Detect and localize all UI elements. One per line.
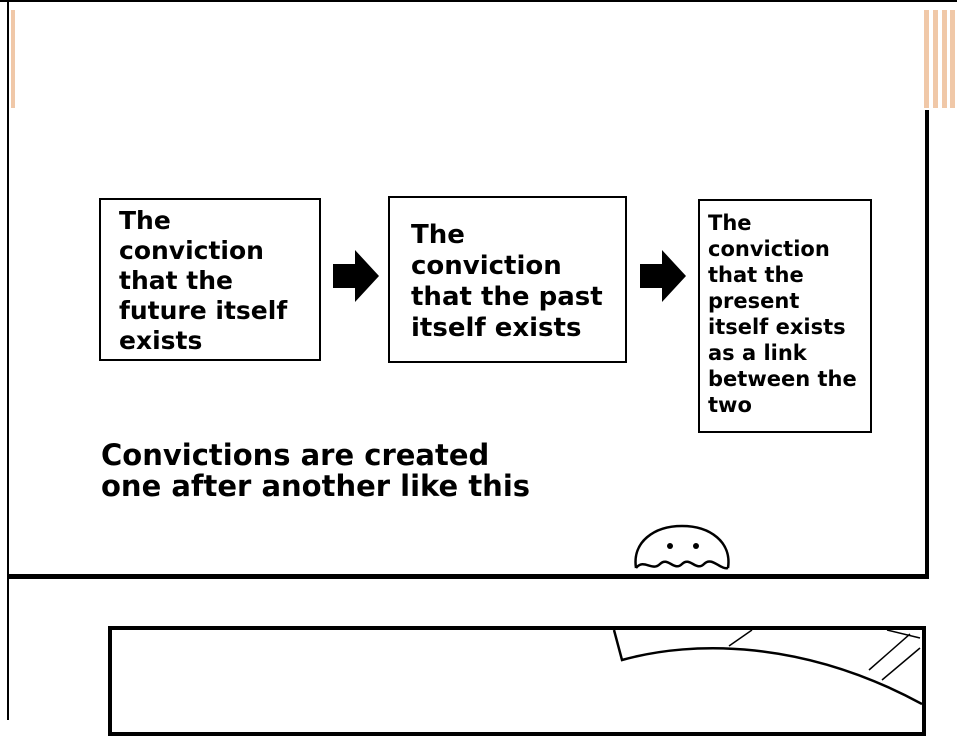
accent-stripe-right-3 [942, 10, 947, 108]
conviction-box-present: The conviction that the present itself e… [698, 199, 872, 433]
accent-stripe-right-4 [950, 10, 955, 108]
right-arrow-icon [640, 250, 686, 302]
conviction-box-past-text: The conviction that the past itself exis… [411, 220, 603, 343]
panel-caption: Convictions are created one after anothe… [101, 438, 531, 503]
conviction-box-past: The conviction that the past itself exis… [388, 196, 627, 363]
panel-top-bottom-border [9, 574, 929, 579]
conviction-box-present-text: The conviction that the present itself e… [708, 211, 857, 417]
blob-creature-icon [634, 524, 730, 570]
page-frame-left [7, 0, 9, 720]
accent-stripe-right-1 [924, 10, 929, 108]
conviction-box-future: The conviction that the future itself ex… [99, 198, 321, 361]
page-frame-top [0, 0, 957, 2]
right-arrow-icon [333, 250, 379, 302]
accent-stripe-right-2 [933, 10, 938, 108]
accent-stripe-left [11, 10, 15, 108]
panel-bottom-illustration [612, 630, 922, 706]
conviction-box-future-text: The conviction that the future itself ex… [119, 206, 288, 355]
panel-top-right-border [925, 110, 929, 578]
